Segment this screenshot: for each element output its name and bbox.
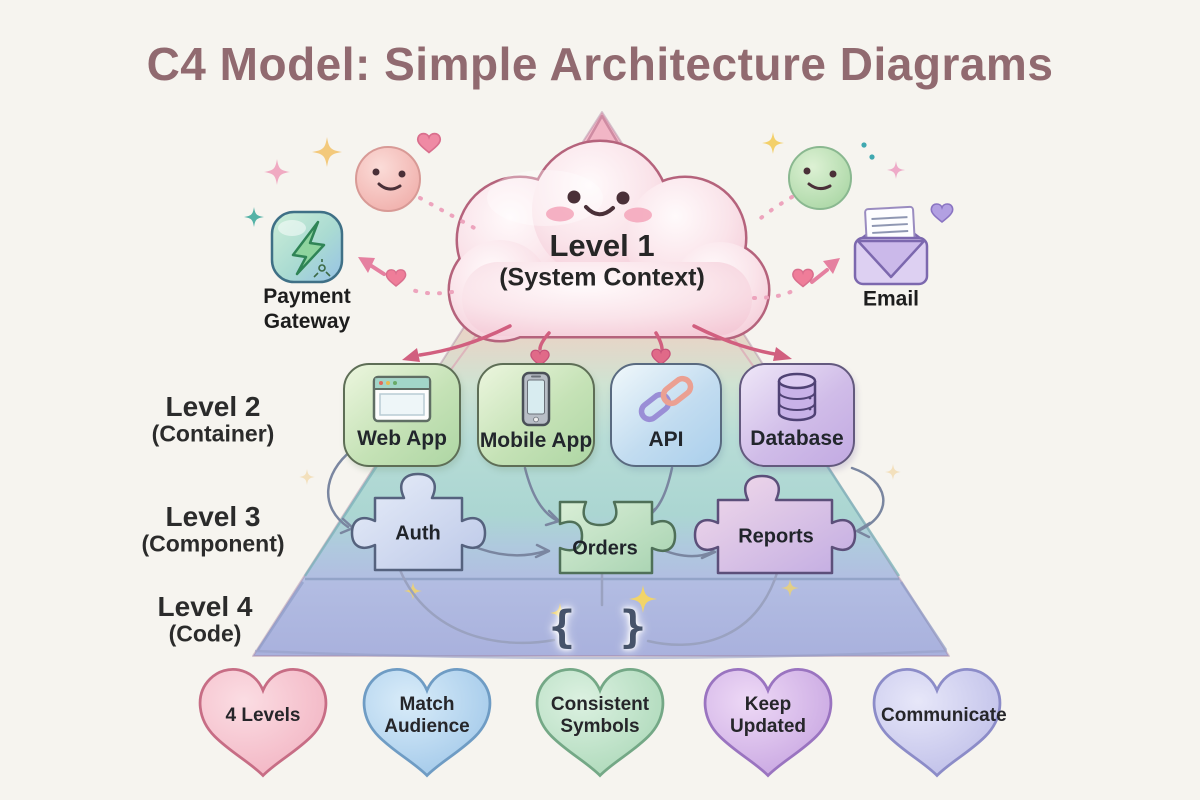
puzzle-reports (693, 474, 857, 575)
payment-gateway-label: Payment Gateway (263, 285, 351, 333)
cloud-arrowheads (402, 347, 792, 362)
browser-icon (372, 375, 432, 423)
level3-label: Level 3 (165, 501, 261, 532)
system-cloud (447, 139, 771, 343)
component-to-code-lines (398, 568, 780, 647)
cloud-face (546, 190, 652, 223)
container-mobile-app: Mobile App (477, 363, 595, 467)
level2-label: Level 2 (165, 391, 261, 422)
container-web-app: Web App (343, 363, 461, 467)
puzzle-orders (558, 500, 677, 575)
pink-smiley-icon (355, 146, 421, 212)
level3-sublabel: (Component) (141, 530, 285, 557)
container-label: API (648, 428, 684, 451)
cloud-to-container-arrows (418, 324, 782, 357)
smartphone-icon (521, 371, 551, 427)
external-arrows (358, 257, 840, 284)
pyramid-base-line (254, 649, 948, 660)
envelope-icon (853, 205, 929, 286)
sparkle-icons (244, 132, 905, 623)
green-smiley-icon (788, 146, 852, 210)
payment-gateway-icon (270, 210, 344, 284)
code-braces: { } (548, 601, 656, 653)
tip-label-match-audience: Match Audience (384, 694, 470, 737)
tip-label-4-levels: 4 Levels (225, 705, 301, 727)
chain-link-icon (638, 375, 694, 423)
container-api: API (610, 363, 722, 467)
level2-sublabel: (Container) (151, 420, 275, 447)
container-database: Database (739, 363, 855, 467)
lightning-icon (291, 220, 326, 276)
puzzle-auth (350, 472, 487, 572)
level1-label: Level 1 (549, 228, 655, 263)
level4-label: Level 4 (157, 591, 253, 622)
tip-label-communicate: Communicate (881, 705, 1007, 727)
dashed-connectors (406, 195, 798, 300)
component-auth-label: Auth (395, 522, 441, 545)
container-label: Mobile App (479, 429, 593, 452)
tip-label-keep-updated: Keep Updated (730, 694, 806, 737)
component-reports-label: Reports (738, 525, 814, 548)
container-label: Database (750, 427, 844, 450)
tip-label-consistent-symbols: Consistent Symbols (550, 694, 650, 737)
email-label: Email (862, 287, 920, 311)
component-orders-label: Orders (572, 537, 638, 560)
page-title: C4 Model: Simple Architecture Diagrams (146, 38, 1054, 90)
doodle-icon (313, 259, 331, 278)
container-label: Web App (357, 427, 447, 450)
level4-sublabel: (Code) (168, 620, 242, 647)
database-icon (777, 372, 817, 422)
level1-sublabel: (System Context) (499, 263, 705, 292)
